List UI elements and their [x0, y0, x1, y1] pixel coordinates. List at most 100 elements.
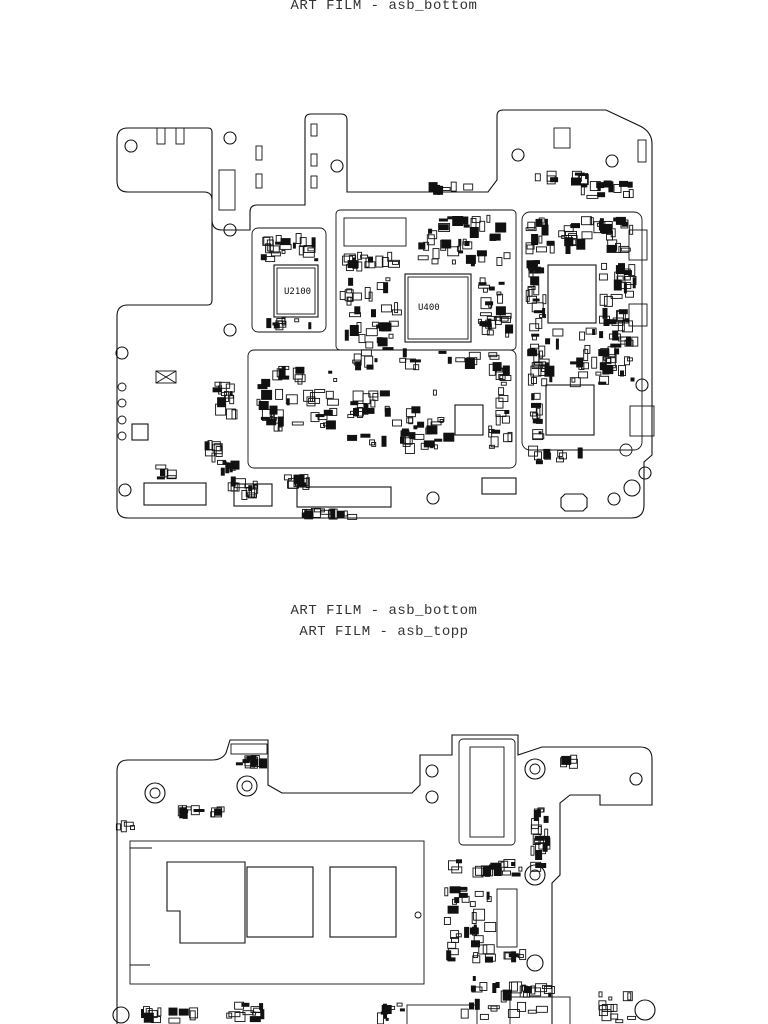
component-pad: [385, 277, 391, 282]
component-pad: [462, 238, 467, 245]
shield-mid: [335, 209, 517, 351]
component-pad: [368, 256, 373, 263]
component-pad: [423, 241, 430, 251]
component-pad: [581, 362, 589, 370]
component-pad: [496, 257, 503, 266]
component-pad: [538, 235, 543, 244]
component-pad: [613, 184, 622, 193]
component-pad: [581, 231, 593, 240]
component-pad: [472, 955, 481, 964]
hole: [607, 492, 621, 506]
component-pad: [527, 286, 533, 297]
component-pad: [478, 250, 486, 263]
component-pad: [469, 901, 476, 908]
component-cluster: [155, 170, 639, 520]
component-pad: [546, 240, 555, 246]
component-pad: [356, 261, 363, 272]
component-pad: [212, 387, 222, 393]
component-pad: [486, 891, 490, 900]
component-pad: [166, 475, 177, 480]
component-pad: [279, 243, 292, 250]
component-pad: [458, 892, 468, 898]
component-pad: [502, 870, 511, 876]
component-pad: [451, 866, 463, 874]
component-pad: [628, 189, 634, 199]
component-pad: [426, 234, 435, 246]
chip-label-u400: U400: [418, 303, 440, 313]
component-pad: [310, 412, 320, 423]
component-pad: [568, 233, 577, 240]
component-pad: [473, 908, 486, 921]
component-pad: [519, 949, 527, 961]
component-pad: [576, 238, 586, 250]
component-pad: [618, 365, 626, 377]
component-pad: [499, 316, 509, 322]
component-pad: [610, 228, 616, 238]
component-pad: [228, 1011, 241, 1018]
component-pad: [497, 293, 504, 304]
component-pad: [337, 510, 345, 518]
component-pad: [328, 370, 333, 374]
component-pad: [423, 440, 435, 448]
component-pad: [598, 220, 603, 231]
component-pad: [474, 998, 480, 1010]
component-pad: [570, 361, 578, 365]
component-pad: [557, 449, 564, 457]
component-pad: [616, 310, 624, 323]
component-pad: [495, 397, 504, 409]
component-pad: [598, 381, 607, 385]
component-pad: [383, 1005, 387, 1012]
component-pad: [385, 1017, 389, 1021]
component-pad: [541, 378, 548, 387]
component-pad: [556, 457, 564, 463]
component-pad: [168, 1017, 181, 1024]
hole: [115, 346, 129, 360]
component-pad: [214, 381, 222, 387]
component-pad: [495, 306, 506, 316]
component-pad: [447, 356, 452, 364]
component-pad: [278, 368, 286, 380]
component-pad: [211, 452, 216, 463]
component-pad: [375, 255, 384, 268]
component-pad: [495, 414, 501, 426]
chip: [454, 404, 484, 436]
component-pad: [570, 754, 578, 764]
component-pad: [611, 319, 624, 326]
component-pad: [365, 257, 370, 268]
component-pad: [294, 374, 306, 383]
component-pad: [479, 312, 492, 317]
connector: [296, 486, 392, 508]
component-pad: [544, 835, 550, 846]
component-pad: [533, 392, 541, 400]
component-pad: [584, 344, 591, 354]
component-pad: [538, 358, 550, 367]
shield-left: [251, 227, 327, 333]
component-pad: [481, 325, 490, 335]
component-pad: [581, 183, 588, 188]
component-pad: [542, 308, 546, 317]
component-pad: [460, 1008, 469, 1019]
component-pad: [360, 254, 369, 259]
component-pad: [535, 418, 543, 424]
component-pad: [400, 436, 404, 444]
component-pad: [630, 377, 635, 382]
component-pad: [392, 260, 399, 265]
component-pad: [314, 258, 319, 262]
component-pad: [527, 349, 538, 357]
component-pad: [558, 230, 566, 238]
component-pad: [579, 331, 586, 341]
component-pad: [226, 1012, 233, 1019]
component-pad: [478, 282, 487, 286]
component-pad: [484, 953, 496, 962]
component-pad: [438, 218, 448, 222]
caption-middle-1: ART FILM - asb_bottom: [290, 603, 478, 619]
component-pad: [356, 322, 362, 333]
component-pad: [603, 180, 612, 188]
component-pad: [479, 277, 486, 286]
component-pad: [157, 1007, 162, 1017]
component-pad: [618, 336, 630, 342]
component-pad: [486, 329, 494, 336]
component-pad: [352, 261, 359, 269]
component-pad: [527, 221, 536, 230]
component-pad: [500, 381, 507, 386]
